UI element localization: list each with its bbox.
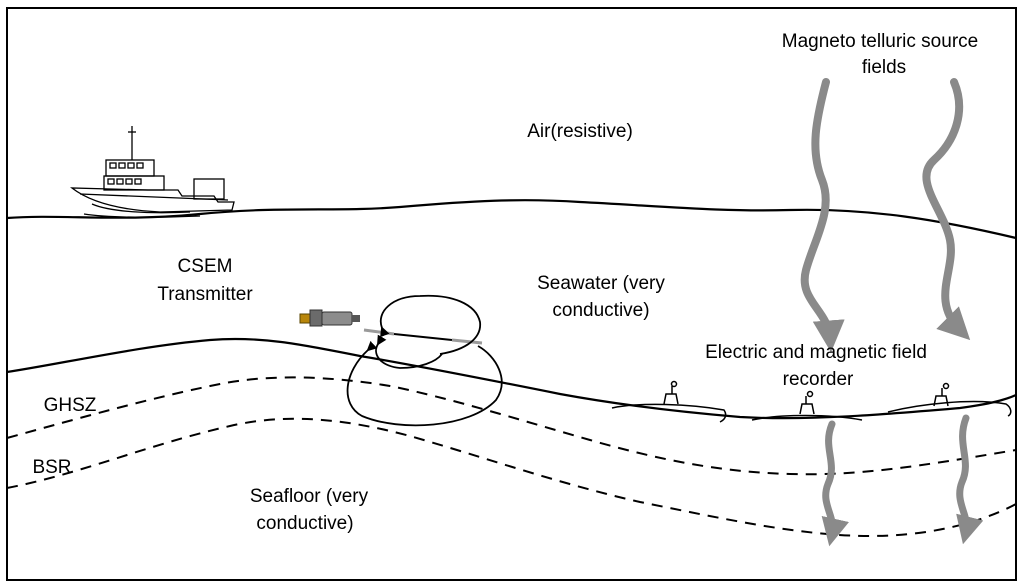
field-loop-inner bbox=[375, 334, 443, 369]
recorder-label-line1: Electric and magnetic field bbox=[705, 342, 927, 363]
sea-surface-line bbox=[6, 199, 1017, 240]
mt-source-arrow bbox=[800, 78, 845, 353]
bsr-label: BSR bbox=[32, 457, 71, 478]
field-loop-top bbox=[379, 294, 481, 355]
ghsz-boundary bbox=[6, 376, 1017, 476]
mt-seafloor-arrow bbox=[956, 414, 984, 545]
ship-icon bbox=[70, 126, 235, 218]
mt-seafloor-arrow bbox=[821, 420, 849, 547]
csem-label-line2: Transmitter bbox=[157, 284, 253, 305]
bsr-boundary bbox=[6, 417, 1017, 538]
csem-label-line1: CSEM bbox=[178, 256, 233, 277]
ghsz-label: GHSZ bbox=[44, 395, 97, 416]
mt-source-label-line2: fields bbox=[862, 57, 906, 78]
recorder-icon bbox=[887, 382, 1012, 417]
seafloor-line bbox=[6, 337, 1017, 420]
antenna-cable bbox=[393, 333, 453, 341]
mt-source-label-line1: Magneto telluric source bbox=[782, 31, 978, 52]
field-loop-bottom bbox=[346, 340, 503, 427]
recorder-icon bbox=[611, 380, 727, 423]
diagram-frame bbox=[6, 7, 1017, 581]
recorder-icon bbox=[751, 390, 863, 421]
seawater-label-line1: Seawater (very bbox=[537, 273, 665, 294]
antenna-right bbox=[451, 338, 483, 345]
mt-source-arrow bbox=[922, 78, 971, 341]
seawater-label-line2: conductive) bbox=[552, 300, 649, 321]
seafloor-label-line1: Seafloor (very bbox=[250, 486, 369, 507]
air-label: Air(resistive) bbox=[527, 121, 633, 142]
transmitter-icon bbox=[299, 309, 360, 327]
seafloor-label-line2: conductive) bbox=[256, 513, 353, 534]
recorder-label-line2: recorder bbox=[783, 369, 854, 390]
